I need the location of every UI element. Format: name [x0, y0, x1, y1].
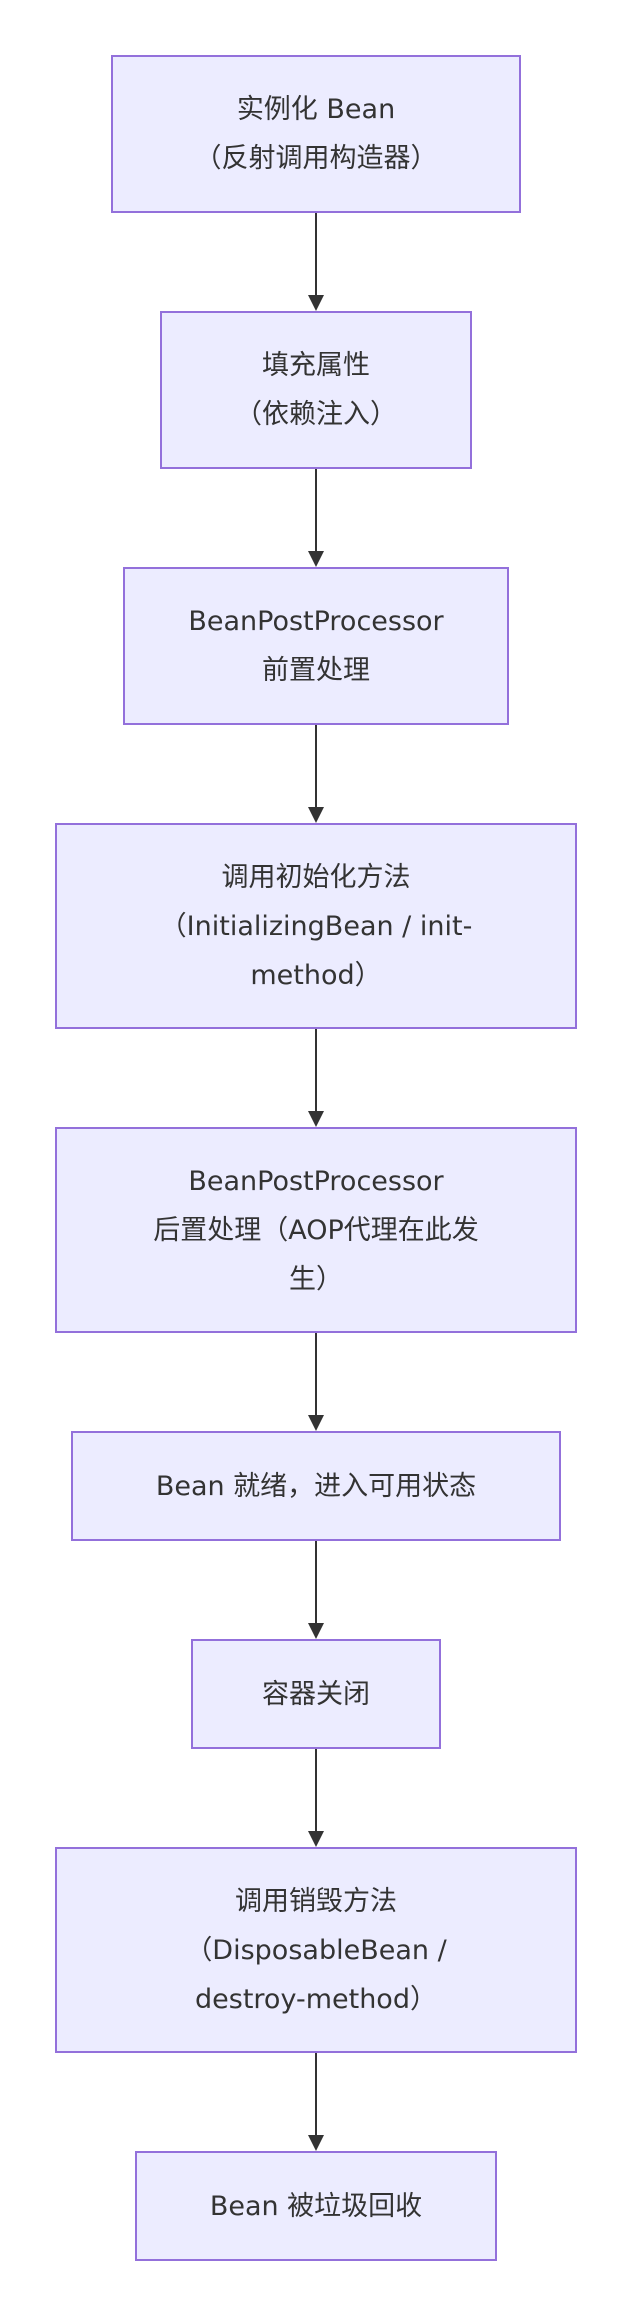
- arrowhead: [308, 2135, 324, 2151]
- node-label: Bean 被垃圾回收: [209, 2190, 423, 2222]
- node-label: 实例化 Bean （反射调用构造器）: [194, 94, 438, 174]
- arrowhead: [308, 295, 324, 311]
- node-close: 容器关闭: [191, 1639, 441, 1749]
- arrowhead: [308, 807, 324, 823]
- node-label: Bean 就绪，进入可用状态: [155, 1470, 477, 1502]
- node-destroy: 调用销毁方法 （DisposableBean / destroy-method）: [55, 1847, 577, 2053]
- node-label: BeanPostProcessor 前置处理: [188, 606, 444, 686]
- node-label: 调用销毁方法 （DisposableBean / destroy-method）: [185, 1885, 447, 2015]
- node-instantiate: 实例化 Bean （反射调用构造器）: [111, 55, 521, 213]
- arrowhead: [308, 551, 324, 567]
- arrowhead: [308, 1831, 324, 1847]
- arrowhead: [308, 1111, 324, 1127]
- node-label: BeanPostProcessor 后置处理（AOP代理在此发 生）: [153, 1165, 479, 1295]
- node-ready: Bean 就绪，进入可用状态: [71, 1431, 561, 1541]
- arrowhead: [308, 1623, 324, 1639]
- node-bpp-after: BeanPostProcessor 后置处理（AOP代理在此发 生）: [55, 1127, 577, 1333]
- node-label: 容器关闭: [262, 1678, 370, 1710]
- node-label: 填充属性 （依赖注入）: [235, 350, 397, 430]
- node-populate: 填充属性 （依赖注入）: [160, 311, 472, 469]
- node-bpp-before: BeanPostProcessor 前置处理: [123, 567, 509, 725]
- node-label: 调用初始化方法 （InitializingBean / init- method…: [159, 861, 473, 991]
- node-gc: Bean 被垃圾回收: [135, 2151, 497, 2261]
- arrowhead: [308, 1415, 324, 1431]
- node-init: 调用初始化方法 （InitializingBean / init- method…: [55, 823, 577, 1029]
